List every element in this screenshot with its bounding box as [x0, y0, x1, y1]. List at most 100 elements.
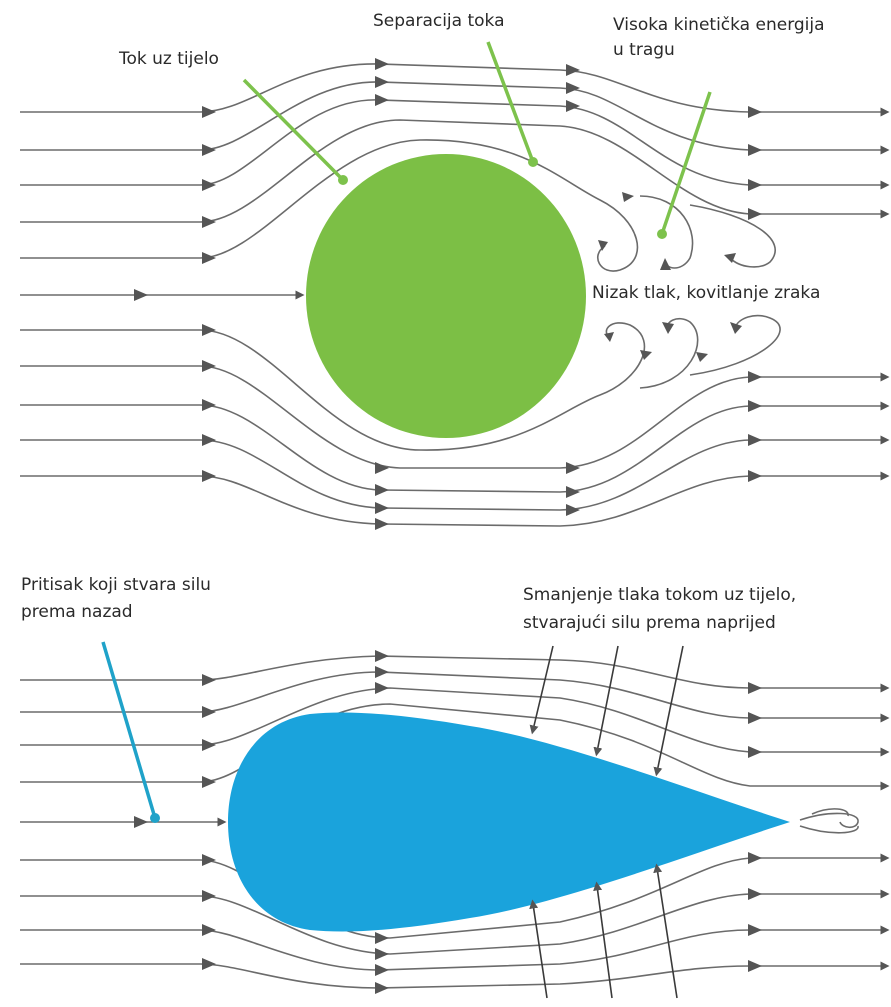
streamline	[20, 322, 646, 451]
leader-pressure-drop	[653, 645, 684, 777]
streamline	[20, 435, 890, 511]
label-pressure-drop-line2: stvarajući silu prema naprijed	[523, 613, 776, 633]
leader-rear-pressure	[101, 641, 157, 819]
arrowhead	[134, 816, 148, 828]
arrowhead	[202, 399, 216, 411]
arrowhead	[375, 462, 389, 474]
arrowhead	[375, 484, 389, 496]
arrowhead	[202, 924, 216, 936]
arrowhead	[202, 776, 216, 788]
leader-dot	[338, 175, 348, 185]
arrowhead	[202, 958, 216, 970]
arrowhead	[660, 258, 671, 270]
arrowhead	[202, 144, 216, 156]
streamline	[20, 139, 639, 272]
arrowhead	[566, 100, 580, 112]
teardrop-body	[228, 712, 790, 932]
arrowhead	[662, 322, 674, 334]
arrowhead	[640, 350, 652, 360]
streamline	[799, 825, 859, 834]
streamline	[689, 204, 776, 268]
streamline	[799, 812, 859, 829]
arrowhead	[375, 982, 389, 994]
arrowhead	[566, 504, 580, 516]
circle-labels: Tok uz tijelo Separacija toka Visoka kin…	[118, 11, 889, 305]
streamline	[639, 195, 694, 269]
leader-pressure-drop	[653, 863, 678, 999]
arrowhead	[202, 890, 216, 902]
teardrop-labels: Pritisak koji stvara silu prema nazad Sm…	[21, 575, 796, 633]
circle-body	[306, 154, 586, 438]
arrowhead	[748, 470, 762, 482]
teardrop-leaders	[101, 641, 684, 999]
circle-diagram: Tok uz tijelo Separacija toka Visoka kin…	[20, 11, 890, 530]
circle-arrowheads	[134, 58, 762, 530]
arrowhead	[375, 964, 389, 976]
arrowhead	[566, 462, 580, 474]
arrowhead	[748, 400, 762, 412]
streamline	[20, 471, 890, 527]
label-rear-pressure-line2: prema nazad	[21, 602, 133, 622]
leader-dot	[528, 157, 538, 167]
streamline	[20, 63, 890, 117]
arrowhead	[202, 252, 216, 264]
arrowhead	[375, 58, 389, 70]
label-bg	[588, 279, 889, 305]
arrowhead	[202, 470, 216, 482]
label-pressure-drop-line1: Smanjenje tlaka tokom uz tijelo,	[523, 585, 796, 605]
arrowhead	[696, 352, 708, 362]
streamline	[20, 119, 890, 223]
label-attached-flow: Tok uz tijelo	[118, 49, 219, 69]
teardrop-arrowheads	[134, 650, 762, 994]
arrowhead	[730, 322, 742, 334]
arrowhead	[202, 179, 216, 191]
label-wake-energy-line1: Visoka kinetička energija	[613, 15, 825, 35]
leader-pressure-drop	[593, 881, 613, 999]
arrowhead	[724, 253, 736, 263]
label-wake-energy-line2: u tragu	[613, 40, 675, 60]
streamline	[20, 889, 890, 955]
teardrop-streamlines	[20, 655, 890, 989]
arrowhead	[202, 739, 216, 751]
streamline	[689, 314, 781, 376]
leader-dot	[657, 229, 667, 239]
arrowhead	[202, 434, 216, 446]
arrowhead	[604, 332, 614, 342]
arrowhead	[748, 852, 762, 864]
streamline	[20, 655, 890, 693]
arrowhead	[202, 106, 216, 118]
arrowhead	[202, 216, 216, 228]
leader-wake-energy	[660, 91, 712, 235]
arrowhead	[566, 82, 580, 94]
leader-dot	[150, 813, 160, 823]
label-rear-pressure-line1: Pritisak koji stvara silu	[21, 575, 211, 595]
arrowhead	[375, 502, 389, 514]
leader-pressure-drop	[529, 645, 554, 735]
arrowhead	[202, 324, 216, 336]
arrowhead	[375, 948, 389, 960]
leader-separation	[486, 41, 535, 163]
arrowhead	[375, 518, 389, 530]
arrowhead	[748, 179, 762, 191]
label-low-pressure: Nizak tlak, kovitlanje zraka	[592, 283, 820, 303]
arrowhead	[202, 706, 216, 718]
arrowhead	[748, 371, 762, 383]
streamline	[20, 961, 890, 989]
arrowhead	[748, 106, 762, 118]
arrowhead	[566, 486, 580, 498]
arrowhead	[134, 289, 148, 301]
streamline	[639, 317, 699, 389]
arrowhead	[622, 192, 634, 202]
arrowhead	[375, 650, 389, 662]
arrowhead	[375, 94, 389, 106]
label-separation: Separacija toka	[373, 11, 505, 31]
streamline	[20, 99, 890, 190]
arrowhead	[748, 960, 762, 972]
arrowhead	[566, 64, 580, 76]
circle-streamlines	[20, 63, 890, 527]
circle-leaders	[242, 41, 712, 239]
leader-pressure-drop	[593, 645, 619, 757]
arrowhead	[748, 682, 762, 694]
leader-pressure-drop	[529, 899, 548, 999]
arrowhead	[202, 854, 216, 866]
